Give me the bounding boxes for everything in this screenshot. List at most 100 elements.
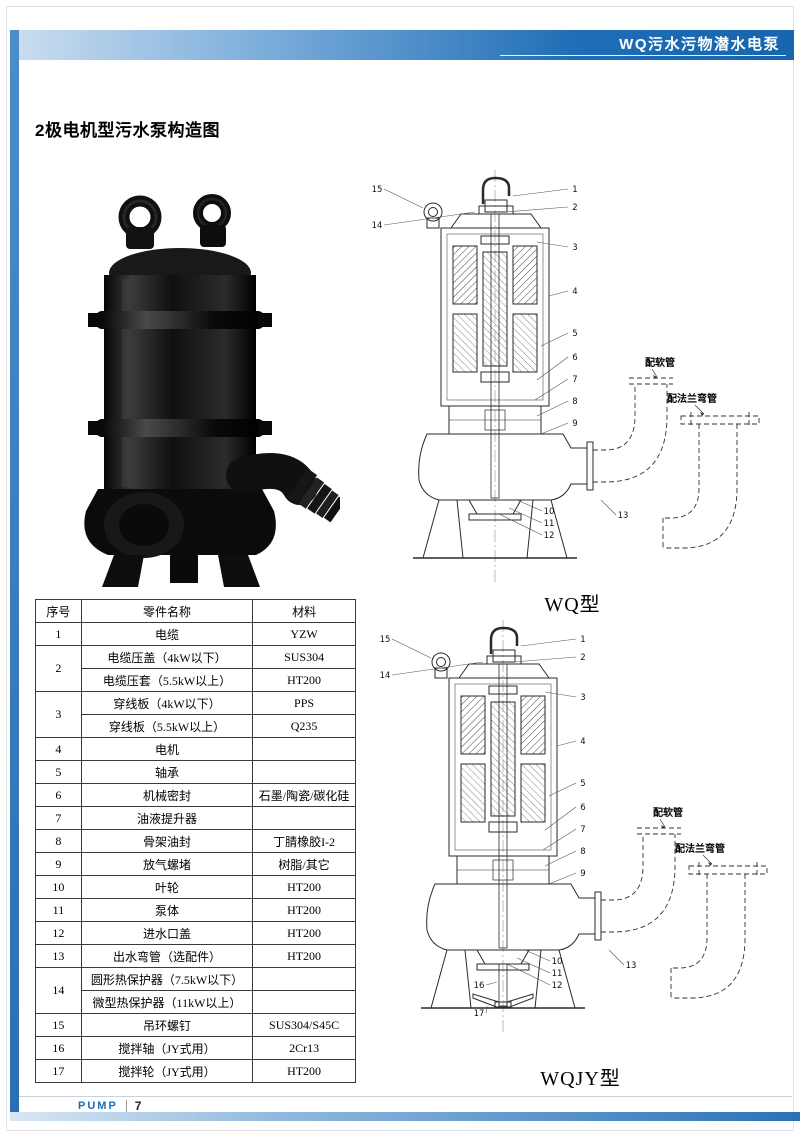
part-no-cell: 2: [35, 645, 82, 692]
pump-photo: [52, 183, 340, 591]
hose-fitting: [593, 377, 673, 483]
material-cell: [252, 990, 356, 1014]
callout-number: 4: [580, 737, 585, 747]
header-title: WQ污水污物潜水电泵: [619, 36, 780, 53]
flange-label: 配法兰弯管: [675, 842, 725, 855]
col-header-part: 零件名称: [80, 599, 254, 623]
callout-number: 15: [372, 185, 383, 195]
material-cell: Q235: [252, 714, 356, 738]
callout-leader: [506, 963, 551, 986]
callout-number: 8: [580, 847, 585, 857]
callout-leader: [556, 740, 577, 747]
callout-number: 5: [580, 779, 585, 789]
page-header: WQ污水污物潜水电泵: [19, 30, 794, 60]
agitator-assembly: [472, 963, 534, 1009]
footer-brand: PUMP: [78, 1100, 118, 1112]
part-no-cell: 7: [35, 806, 82, 830]
callout-number: 1: [580, 635, 585, 645]
pump-cross-section: [421, 620, 602, 1032]
section-title: 2极电机型污水泵构造图: [35, 121, 220, 140]
part-name-cell: 穿线板（5.5kW以上）: [80, 714, 254, 738]
callout-leader: [548, 872, 577, 885]
part-no-cell: 14: [35, 967, 82, 1014]
material-cell: 2Cr13: [252, 1036, 356, 1060]
callout-number: 13: [618, 511, 629, 521]
callout-number: 5: [572, 329, 577, 339]
callout-number: 9: [572, 419, 577, 429]
material-cell: YZW: [252, 622, 356, 646]
material-cell: HT200: [252, 944, 356, 968]
callout-leader: [548, 290, 569, 297]
material-cell: HT200: [252, 898, 356, 922]
callout-leader: [391, 638, 432, 659]
hose-label: 配软管: [645, 356, 675, 369]
callout-number: 16: [474, 981, 485, 991]
lifting-eyes-icon: [118, 194, 231, 249]
discharge-elbow: [226, 453, 340, 523]
diagram-label-wqjy: WQJY型: [540, 1068, 621, 1090]
part-no-cell: 5: [35, 760, 82, 784]
table-row: 穿线板（5.5kW以上）Q235: [36, 714, 356, 738]
callout-number: 11: [552, 969, 563, 979]
table-row: 电缆压套（5.5kW以上）HT200: [36, 668, 356, 692]
callout-number: 12: [552, 981, 563, 991]
callout-leader: [544, 691, 577, 698]
material-cell: 丁腈橡胶I-2: [252, 829, 356, 853]
part-name-cell: 电缆: [80, 622, 254, 646]
callout-number: 3: [572, 243, 577, 253]
callout-number: 6: [580, 803, 585, 813]
callout-number: 7: [580, 825, 585, 835]
material-cell: HT200: [252, 1059, 356, 1083]
part-name-cell: 微型热保护器（11kW以上）: [80, 990, 254, 1014]
part-name-cell: 骨架油封: [80, 829, 254, 853]
diagram-label-wq: WQ型: [544, 594, 601, 616]
callout-leader: [540, 332, 569, 347]
fitting-labels: 配软管 配法兰弯管: [653, 806, 725, 866]
left-accent-stripe: [10, 30, 19, 1121]
callout-leader: [512, 656, 577, 663]
part-name-cell: 电缆压盖（4kW以下）: [80, 645, 254, 669]
part-no-cell: 1: [35, 622, 82, 646]
callout-leader: [498, 513, 543, 536]
page-number: 7: [134, 1099, 142, 1113]
callout-number: 14: [372, 221, 383, 231]
col-header-no: 序号: [35, 599, 82, 623]
part-name-cell: 穿线板（4kW以下）: [80, 691, 254, 715]
part-name-cell: 电机: [80, 737, 254, 761]
callout-number: 10: [544, 507, 555, 517]
callout-number: 6: [572, 353, 577, 363]
page-footer: PUMP 7: [78, 1099, 141, 1113]
callout-leader: [600, 499, 617, 516]
callout-leader: [536, 356, 569, 381]
material-cell: 石墨/陶瓷/碳化硅: [252, 783, 356, 807]
callout-number: 11: [544, 519, 555, 529]
part-no-cell: 15: [35, 1013, 82, 1037]
callout-leader: [383, 211, 476, 226]
callout-number: 17: [474, 1009, 485, 1019]
part-name-cell: 搅拌轮（JY式用）: [80, 1059, 254, 1083]
part-name-cell: 圆形热保护器（7.5kW以下）: [80, 967, 254, 991]
callout-number: 1: [572, 185, 577, 195]
callout-leader: [536, 400, 569, 417]
part-no-cell: 9: [35, 852, 82, 876]
material-cell: [252, 806, 356, 830]
part-name-cell: 吊环螺钉: [80, 1013, 254, 1037]
callout-leader: [391, 661, 484, 676]
col-header-material: 材料: [252, 599, 356, 623]
flange-label: 配法兰弯管: [667, 392, 717, 405]
part-no-cell: 8: [35, 829, 82, 853]
callout-number: 7: [572, 375, 577, 385]
callout-leader: [540, 422, 569, 435]
